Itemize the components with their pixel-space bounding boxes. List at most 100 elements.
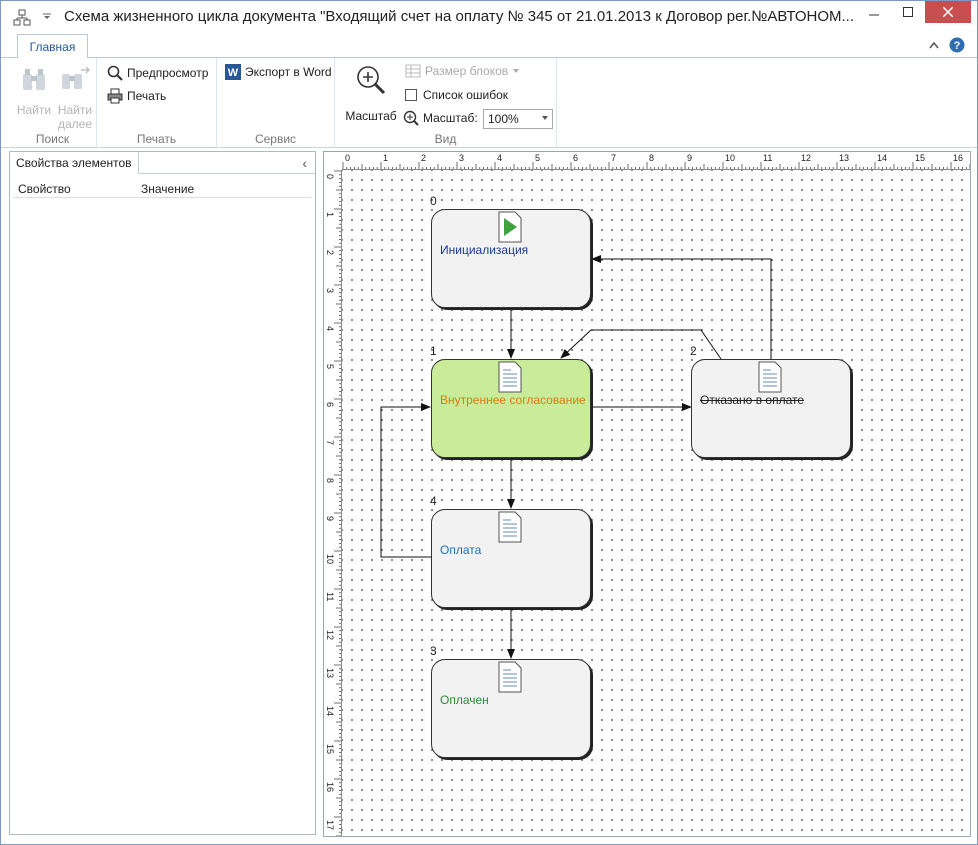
state-node-initialization[interactable]: Инициализация [431, 209, 591, 308]
ruler-label: 9 [687, 153, 692, 163]
ruler-label: 9 [325, 516, 335, 521]
ribbon-tab-bar: Главная ? [1, 33, 977, 59]
error-list-checkbox[interactable] [405, 89, 417, 101]
ruler-label: 8 [325, 478, 335, 483]
maximize-button[interactable] [891, 1, 925, 23]
ruler-label: 3 [325, 288, 335, 293]
node-number: 0 [430, 194, 437, 208]
ruler-label: 13 [325, 668, 335, 678]
binoculars-next-icon [62, 66, 91, 89]
properties-table-header: Свойство Значение [14, 180, 311, 198]
edge-denied-init [591, 255, 772, 359]
zoom-in-icon [357, 66, 386, 95]
node-label: Оплата [440, 543, 482, 557]
group-view-label: Вид [434, 132, 457, 146]
ruler-label: 12 [325, 630, 335, 640]
find-label: Найти [16, 103, 52, 117]
block-size-dropdown[interactable]: Размер блоков [405, 64, 520, 78]
zoom-small-icon [403, 110, 419, 126]
word-icon: W [225, 64, 241, 80]
ruler-label: 1 [325, 212, 335, 217]
node-number: 1 [430, 344, 437, 358]
maximize-icon [903, 7, 913, 17]
ruler-label: 16 [325, 782, 335, 792]
error-list-toggle[interactable]: Список ошибок [405, 88, 508, 102]
help-icon[interactable]: ? [949, 37, 965, 53]
ruler-label: 17 [325, 820, 335, 830]
node-number: 4 [430, 494, 437, 508]
ruler-label: 13 [839, 153, 849, 163]
svg-text:W: W [228, 67, 239, 79]
title-bar: Схема жизненного цикла документа "Входящ… [1, 1, 977, 33]
minimize-icon [869, 14, 879, 16]
group-print-label: Печать [136, 132, 177, 146]
state-node-payment[interactable]: Оплата [431, 509, 591, 608]
hierarchy-icon[interactable] [13, 9, 31, 27]
node-number: 2 [690, 344, 697, 358]
state-node-paid[interactable]: Оплачен [431, 659, 591, 758]
window-title: Схема жизненного цикла документа "Входящ… [64, 8, 855, 25]
node-label: Оплачен [440, 693, 489, 707]
print-button[interactable]: Печать [107, 88, 166, 104]
group-service-label: Сервис [254, 132, 297, 146]
column-value[interactable]: Значение [141, 182, 195, 196]
ribbon-right-controls: ? [929, 37, 965, 53]
state-node-payment-denied[interactable]: Отказано в оплате [691, 359, 851, 458]
preview-button[interactable]: Предпросмотр [107, 65, 208, 81]
quick-access-dropdown-icon[interactable] [43, 12, 51, 20]
ruler-label: 14 [877, 153, 887, 163]
ruler-label: 5 [535, 153, 540, 163]
magnifier-icon [107, 65, 123, 81]
find-next-label-2: далее [57, 117, 93, 131]
properties-tab[interactable]: Свойства элементов [10, 152, 139, 174]
collapse-panel-icon[interactable]: ‹ [302, 155, 307, 171]
close-icon [943, 7, 953, 17]
ruler-label: 14 [325, 706, 335, 716]
document-icon [758, 361, 782, 393]
group-search-label: Поиск [35, 132, 70, 146]
find-next-button[interactable]: Найти далее [55, 64, 95, 131]
minimize-button[interactable] [857, 1, 891, 23]
block-size-icon [405, 64, 421, 78]
edge-payment-internal [380, 403, 431, 558]
zoom-label: Масштаб: [423, 111, 478, 125]
ruler-label: 12 [801, 153, 811, 163]
block-size-label: Размер блоков [425, 64, 509, 78]
ruler-label: 4 [325, 326, 335, 331]
binoculars-icon [23, 69, 45, 90]
play-document-icon [498, 211, 522, 243]
node-label: Внутреннее согласование [440, 393, 586, 407]
zoom-big-button[interactable]: Масштаб [343, 64, 399, 123]
ruler-label: 6 [573, 153, 578, 163]
group-search: Найти Найти далее Поиск [9, 58, 97, 148]
ruler-label: 0 [325, 174, 335, 179]
ruler-label: 16 [953, 153, 963, 163]
column-property[interactable]: Свойство [18, 182, 71, 196]
ruler-label: 2 [325, 250, 335, 255]
preview-label: Предпросмотр [127, 66, 209, 80]
ruler-label: 15 [325, 744, 335, 754]
ribbon: Найти Найти далее Поиск Предпросмотр [1, 58, 977, 148]
find-button[interactable]: Найти [15, 64, 53, 117]
document-icon [498, 511, 522, 543]
properties-panel: Свойства элементов ‹ Свойство Значение [9, 151, 316, 835]
document-icon [498, 361, 522, 393]
printer-icon [107, 88, 123, 104]
find-next-label-1: Найти [57, 103, 93, 117]
print-label: Печать [127, 89, 167, 103]
ruler-label: 11 [325, 592, 335, 601]
properties-panel-header: Свойства элементов ‹ [10, 152, 315, 174]
state-node-internal-approval[interactable]: Внутреннее согласование [431, 359, 591, 458]
zoom-select[interactable]: 100% [483, 109, 553, 129]
collapse-ribbon-icon[interactable] [929, 41, 939, 49]
tab-main[interactable]: Главная [17, 34, 88, 59]
zoom-select-arrow-icon [542, 116, 548, 120]
zoom-value: 100% [488, 112, 519, 126]
close-button[interactable] [925, 1, 971, 23]
export-word-button[interactable]: W Экспорт в Word [225, 64, 332, 80]
node-label: Отказано в оплате [700, 393, 805, 407]
